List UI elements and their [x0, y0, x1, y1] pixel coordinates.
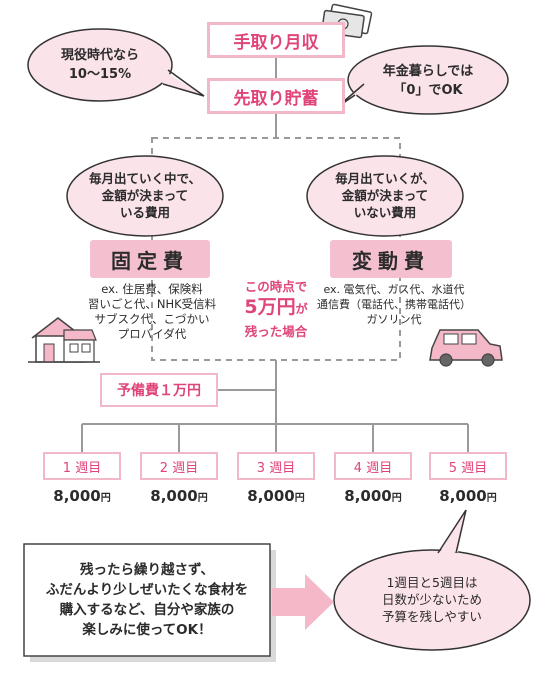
- week-box-2: 2 週目: [140, 452, 218, 480]
- week-amount-5: 8,000円: [420, 487, 516, 505]
- bubble-line: いない費用: [353, 205, 417, 220]
- week-box-1: 1 週目: [43, 452, 121, 480]
- amount-unit: 円: [486, 493, 497, 504]
- bubble-week-note: [333, 549, 531, 651]
- fixed-cost-title: 固定費: [111, 248, 189, 273]
- reserve-label: 予備費１万円: [117, 383, 201, 399]
- example-line: 通信費（電話代、携帯電話代）: [317, 298, 471, 311]
- example-line: サブスク代、こづかい: [94, 312, 210, 326]
- note-line: 1週目と5週目は: [386, 575, 478, 590]
- amount-value: 8,000: [439, 487, 487, 505]
- income-label: 手取り月収: [233, 32, 319, 53]
- bubble-line: 金額が決まって: [101, 188, 189, 203]
- amount-value: 8,000: [150, 487, 198, 505]
- week-amount-2: 8,000円: [131, 487, 227, 505]
- note-line: 日数が少ないため: [381, 592, 482, 607]
- middle-amount: 5万円: [244, 296, 296, 318]
- bubble-working-age-text: 現役時代なら 10〜15%: [34, 46, 166, 84]
- advice-text: 残ったら繰り越さず、 ふだんより少しぜいたくな食材を 購入するなど、自分や家族の…: [26, 560, 268, 640]
- savings-label: 先取り貯蓄: [233, 88, 319, 109]
- week-label: 2 週目: [159, 460, 199, 476]
- note-line: 予算を残しやすい: [382, 609, 482, 624]
- advice-frame: [23, 543, 271, 657]
- bubble-fixed-desc: [66, 155, 224, 237]
- amount-unit: 円: [197, 493, 208, 504]
- amount-unit: 円: [100, 493, 111, 504]
- bubble-pension: [347, 45, 509, 115]
- week-label: 5 週目: [448, 460, 488, 476]
- fixed-cost-box: 固定費: [90, 240, 210, 278]
- advice-line: 楽しみに使ってOK！: [82, 622, 212, 638]
- arrow-icon: [272, 574, 334, 630]
- bubble-line: 現役時代なら: [60, 48, 139, 63]
- house-icon: [28, 317, 100, 363]
- variable-cost-examples: ex. 電気代、ガス代、水道代 通信費（電話代、携帯電話代） ガソリン代: [312, 282, 476, 327]
- middle-note: この時点で 5万円が 残った場合: [226, 276, 326, 340]
- amount-value: 8,000: [344, 487, 392, 505]
- example-line: ex. 電気代、ガス代、水道代: [323, 283, 465, 296]
- week-amount-4: 8,000円: [325, 487, 421, 505]
- example-line: ガソリン代: [366, 313, 422, 326]
- example-line: ex. 住居費、保険料: [101, 282, 203, 296]
- variable-cost-box: 変動費: [330, 240, 452, 278]
- week-label: 1 週目: [62, 460, 102, 476]
- advice-line: ふだんより少しぜいたくな食材を: [45, 582, 249, 598]
- advice-line: 購入するなど、自分や家族の: [59, 602, 235, 618]
- amount-unit: 円: [391, 493, 402, 504]
- example-line: プロバイダ代: [117, 327, 187, 341]
- week-amount-3: 8,000円: [228, 487, 324, 505]
- savings-box: 先取り貯蓄: [207, 78, 345, 114]
- week-box-3: 3 週目: [237, 452, 315, 480]
- week-note-text: 1週目と5週目は 日数が少ないため 予算を残しやすい: [352, 574, 512, 625]
- week-box-5: 5 週目: [429, 452, 507, 480]
- bubble-pension-text: 年金暮らしでは 「0」でOK: [356, 62, 500, 100]
- amount-value: 8,000: [247, 487, 295, 505]
- middle-amount-row: 5万円が: [226, 295, 326, 321]
- bubble-fixed-text: 毎月出ていく中で、 金額が決まって いる費用: [70, 170, 220, 221]
- bubble-variable-desc: [306, 155, 464, 237]
- fixed-cost-examples: ex. 住居費、保険料 習いごと代、NHK受信料 サブスク代、こづかい プロバイ…: [78, 282, 226, 342]
- week-label: 3 週目: [256, 460, 296, 476]
- bubble-line: 「0」でOK: [393, 83, 463, 98]
- bubble-line: 10〜15%: [68, 67, 132, 82]
- example-line: 習いごと代、NHK受信料: [87, 297, 217, 311]
- bubble-line: 年金暮らしでは: [382, 64, 474, 79]
- bubble-line: いる費用: [119, 205, 170, 220]
- reserve-box: 予備費１万円: [100, 373, 218, 407]
- week-amount-1: 8,000円: [34, 487, 130, 505]
- variable-cost-title: 変動費: [352, 248, 430, 273]
- middle-line1: この時点で: [244, 279, 308, 294]
- income-box: 手取り月収: [207, 22, 345, 58]
- bubble-line: 毎月出ていく中で、: [88, 171, 201, 186]
- middle-line3: 残った場合: [244, 324, 308, 339]
- car-icon: [429, 329, 503, 367]
- week-label: 4 週目: [353, 460, 393, 476]
- advice-line: 残ったら繰り越さず、: [79, 562, 215, 578]
- bubble-working-age: [27, 28, 173, 102]
- bubble-variable-text: 毎月出ていくが、 金額が決まって いない費用: [310, 170, 460, 221]
- bubble-line: 金額が決まって: [341, 188, 429, 203]
- week-box-4: 4 週目: [334, 452, 412, 480]
- bubble-line: 毎月出ていくが、: [335, 171, 435, 186]
- amount-unit: 円: [294, 493, 305, 504]
- amount-value: 8,000: [53, 487, 101, 505]
- middle-suffix: が: [295, 302, 308, 316]
